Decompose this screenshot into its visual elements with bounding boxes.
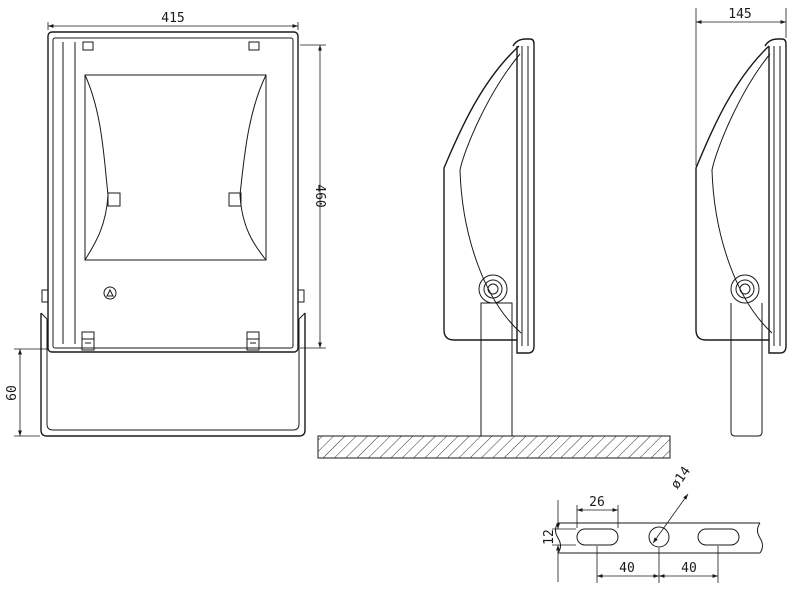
dimension-bracket-depth: 60 — [5, 348, 48, 437]
side-pivot-bolt-icon-right — [730, 274, 760, 304]
hole-center — [648, 526, 670, 548]
reflector-window — [84, 74, 267, 261]
dim-label-415: 415 — [161, 11, 184, 26]
dim-label-40-right: 40 — [681, 561, 697, 576]
latch-right — [246, 331, 260, 351]
dim-label-145: 145 — [728, 7, 751, 22]
lamp-holder-left — [107, 192, 121, 207]
dim-label-40-left: 40 — [619, 561, 635, 576]
slot-detail: 26 12 ø14 40 40 — [542, 464, 763, 583]
dim-label-26: 26 — [589, 495, 605, 510]
front-top-clip-left — [82, 41, 94, 51]
lamp-holder-right — [228, 192, 242, 207]
side-view-mounted — [443, 38, 535, 437]
dimension-side-depth: 145 — [695, 7, 787, 166]
side-pivot-bolt-icon — [478, 274, 508, 304]
latch-left — [81, 331, 95, 351]
dim-label-460: 460 — [312, 184, 327, 207]
side-view-right — [695, 38, 787, 437]
slot-left — [576, 528, 619, 546]
dim-label-dia14: ø14 — [668, 464, 694, 492]
front-housing-inner — [52, 37, 294, 349]
side-lens-frame-right — [764, 38, 787, 354]
cable-gland-icon — [103, 286, 117, 300]
side-mounting-stem-right — [730, 303, 763, 437]
dim-label-60: 60 — [5, 385, 20, 401]
dimension-front-width: 415 — [47, 11, 299, 30]
front-top-clip-right — [248, 41, 260, 51]
front-housing-outer — [47, 31, 299, 353]
dim-label-12: 12 — [542, 529, 557, 545]
side-lens-frame — [512, 38, 535, 354]
dimension-front-height: 460 — [300, 44, 327, 349]
front-view — [40, 31, 306, 437]
side-housing-shell — [443, 45, 520, 341]
ground-surface — [317, 435, 671, 459]
slot-right — [697, 528, 740, 546]
side-mounting-stem — [480, 302, 513, 437]
front-bracket — [40, 313, 306, 437]
side-housing-shell-right — [695, 45, 770, 341]
